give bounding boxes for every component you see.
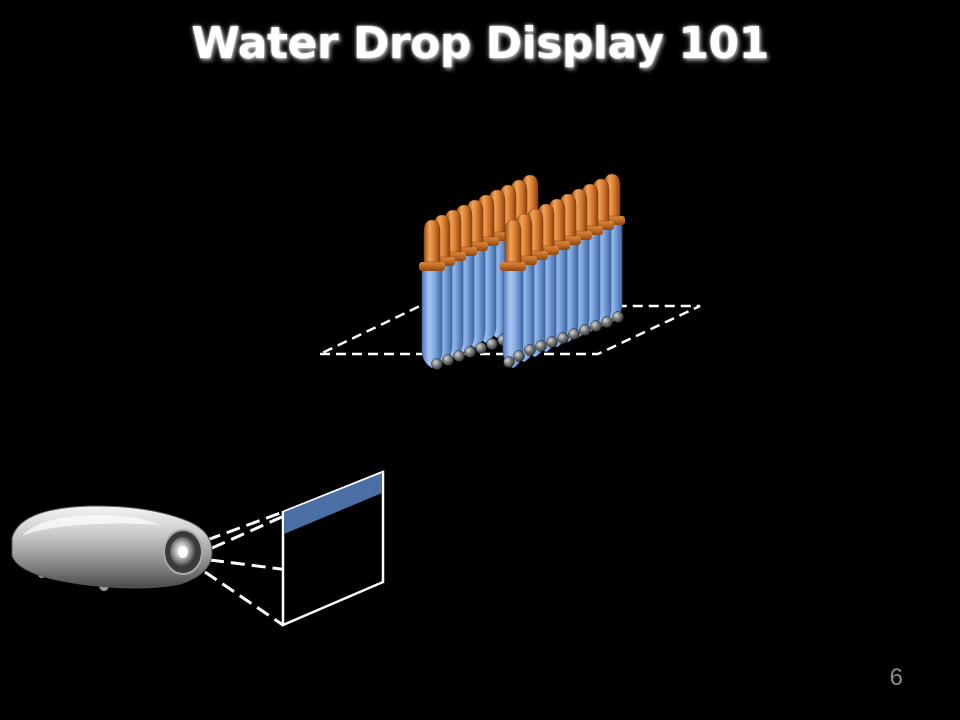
slide-number: 6	[889, 664, 903, 691]
projector-icon	[11, 505, 213, 591]
projection-screen-icon	[281, 470, 385, 627]
slide-title: Water Drop Display 101	[191, 18, 769, 69]
